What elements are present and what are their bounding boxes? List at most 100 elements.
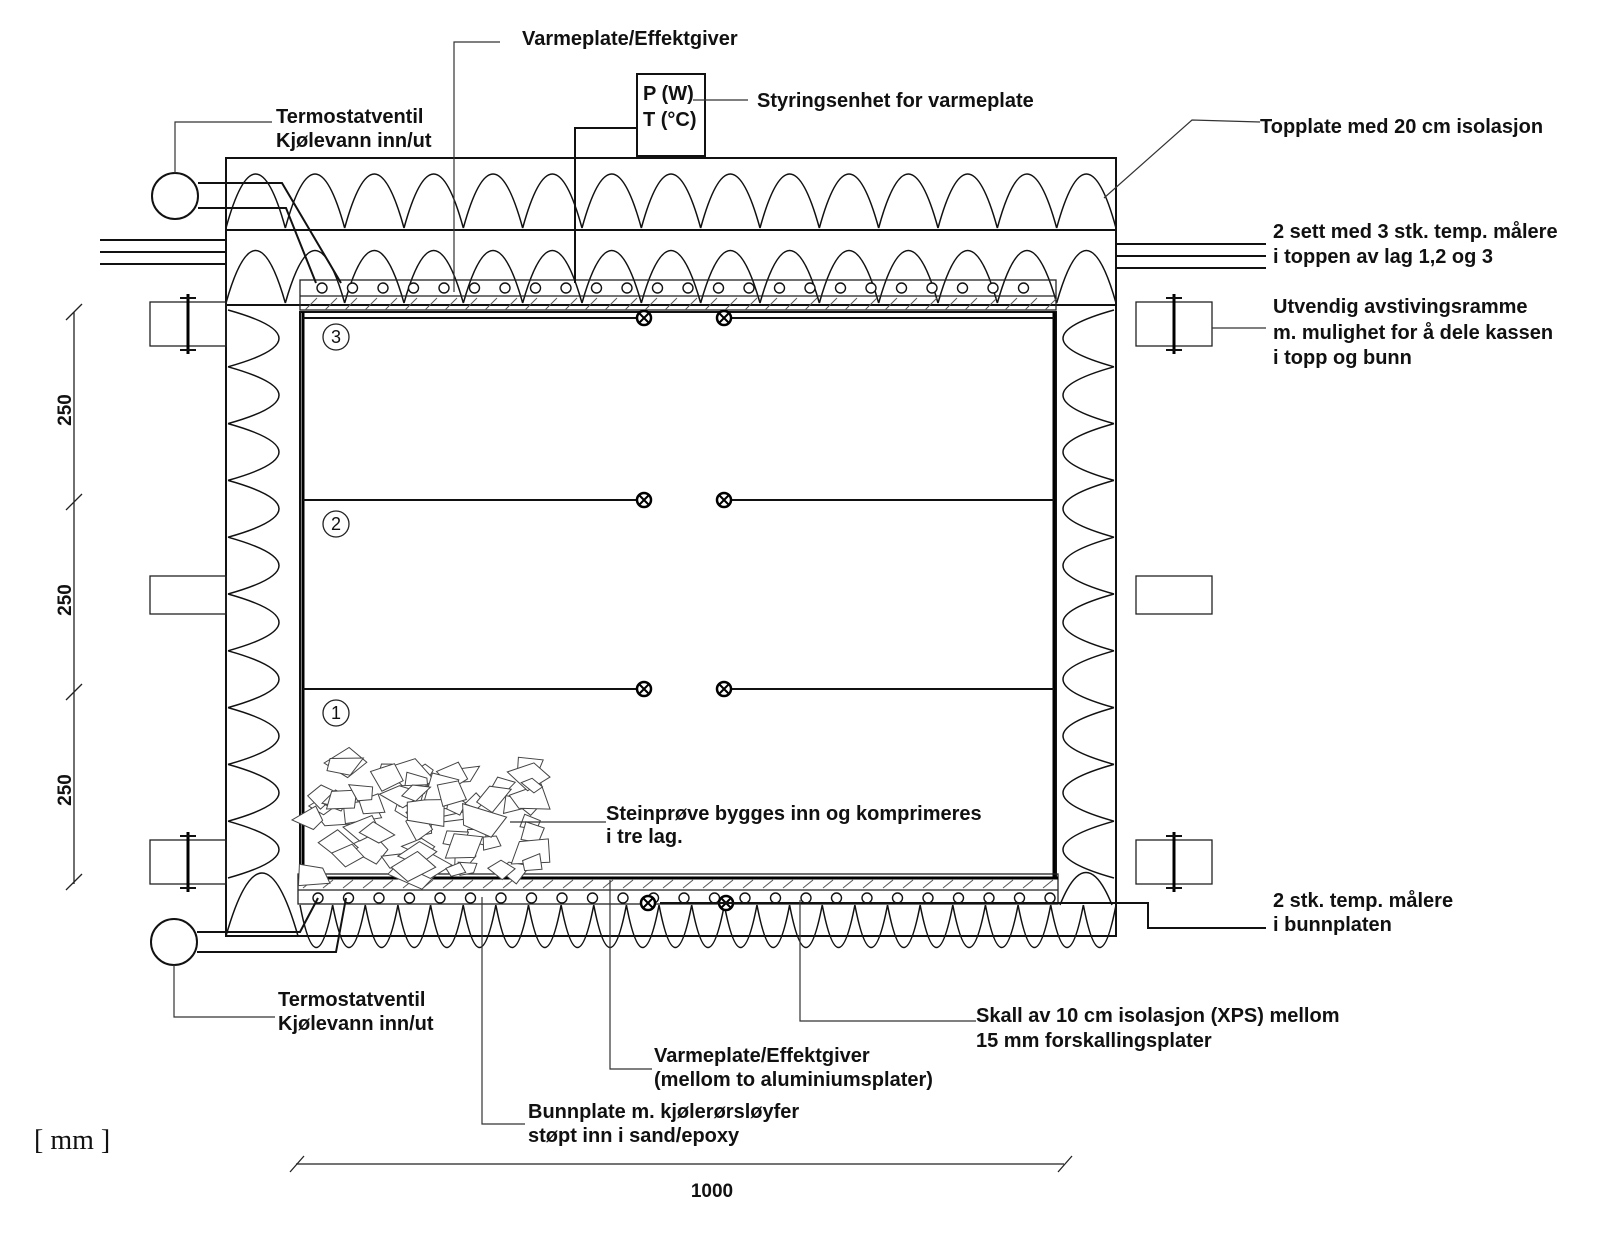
- leader-termo-top: [174, 121, 272, 173]
- rock-piece: [290, 805, 324, 831]
- bottom-right-corner-arch: [1059, 872, 1113, 906]
- rock-piece: [445, 861, 467, 877]
- hatch-line: [942, 879, 954, 889]
- temp-sensor: [715, 309, 733, 327]
- pipe-circle: [495, 892, 507, 904]
- rock-piece: [444, 833, 484, 859]
- hatch-line: [462, 879, 474, 889]
- temperature-sensors: [635, 309, 735, 912]
- thermostat-top-pipes: [198, 182, 342, 284]
- rock-piece: [520, 777, 544, 794]
- hatch-line: [784, 297, 798, 311]
- rock-piece: [347, 784, 374, 802]
- bracket-mid-right: [1135, 575, 1213, 615]
- hatch-line: [324, 297, 338, 311]
- label-bunn-temp-2: i bunnplaten: [1273, 914, 1392, 936]
- hatch-line: [622, 879, 634, 889]
- label-varmeplate-bot-1: Varmeplate/Effektgiver: [654, 1045, 870, 1067]
- leader-termo-bot: [173, 965, 275, 1018]
- hatch-line: [1022, 879, 1034, 889]
- bracket-bottom-right: [1135, 832, 1213, 892]
- label-varmeplate-bot-2: (mellom to aluminiumsplater): [654, 1069, 933, 1091]
- hatch-line: [1042, 879, 1054, 889]
- pipe-circle: [373, 892, 385, 904]
- hatch-line: [344, 297, 358, 311]
- svg-text:3: 3: [331, 327, 341, 347]
- hatch-line: [702, 879, 714, 889]
- label-ramme-2: m. mulighet for å dele kassen: [1273, 321, 1553, 344]
- layer-marker-1: 1: [322, 699, 350, 727]
- pipe-circle: [800, 892, 812, 904]
- rock-piece: [297, 863, 331, 887]
- hatch-line: [562, 879, 574, 889]
- pipe-circle: [525, 892, 538, 904]
- rock-piece: [475, 785, 513, 814]
- sensor-cross-b: [642, 897, 654, 909]
- pipe-circle: [438, 282, 450, 294]
- pipe-circle: [682, 282, 694, 294]
- label-termo-bot-1: Termostatventil: [278, 989, 425, 1011]
- hatch-line: [362, 879, 374, 889]
- hatch-line: [862, 879, 874, 889]
- rock-piece: [325, 789, 358, 810]
- hatch-line: [762, 879, 774, 889]
- leader-topplate: [1103, 119, 1261, 199]
- thermostat-bottom-pipes: [197, 897, 347, 953]
- hatch-line: [902, 879, 914, 889]
- label-skall-1: Skall av 10 cm isolasjon (XPS) mellom: [976, 1005, 1340, 1027]
- hatch-line: [924, 297, 938, 311]
- label-termo-bot-2: Kjølevann inn/ut: [278, 1013, 434, 1035]
- rock-piece: [390, 850, 437, 883]
- dim-v-top: 250: [55, 394, 76, 426]
- pipe-circle: [865, 282, 877, 294]
- temp-sensor: [715, 491, 733, 509]
- pipe-circle: [743, 282, 755, 294]
- hatch-line: [904, 297, 918, 311]
- rock-sample: [290, 746, 551, 890]
- bracket-mid-left: [149, 575, 227, 615]
- pipe-circle: [586, 892, 599, 904]
- hatch-line: [944, 297, 958, 311]
- top-cooling-pipes: [316, 282, 1030, 294]
- hatch-line: [842, 879, 854, 889]
- pipe-circle: [712, 282, 725, 294]
- bottom-plate-insulation: [225, 872, 1117, 949]
- rock-piece: [462, 802, 508, 838]
- leader-varmeplate-bot: [609, 880, 652, 1070]
- label-stein-1: Steinprøve bygges inn og komprimeres: [606, 803, 982, 825]
- hatch-line: [662, 879, 674, 889]
- hatch-line: [742, 879, 754, 889]
- pipe-circle: [830, 892, 843, 904]
- insulation-arches-lower: [225, 250, 1117, 304]
- pipe-circle: [403, 892, 416, 904]
- rock-piece: [436, 780, 468, 808]
- hatch-line: [722, 879, 734, 889]
- hatch-line: [922, 879, 934, 889]
- pipe-circle: [987, 282, 999, 294]
- rock-piece: [486, 859, 516, 881]
- bracket-top-right: [1135, 294, 1213, 354]
- pipe-circle: [651, 282, 664, 294]
- layer-marker-2: 2: [322, 510, 350, 538]
- dim-h: 1000: [691, 1181, 733, 1202]
- label-ramme-1: Utvendig avstivingsramme: [1273, 296, 1528, 318]
- hatch-line: [964, 297, 978, 311]
- sensor-cross-b: [638, 494, 650, 506]
- rock-piece: [330, 843, 365, 868]
- hatch-line: [982, 879, 994, 889]
- control-cable: [574, 127, 637, 283]
- hatch-line: [304, 297, 318, 311]
- hatch-line: [804, 297, 818, 311]
- pipe-circle: [678, 892, 690, 904]
- pipe-circle: [560, 282, 572, 294]
- hatch-line: [424, 297, 438, 311]
- pipe-circle: [804, 282, 816, 294]
- top-heating-plate: [299, 279, 1057, 311]
- control-box-power: P (W): [643, 83, 694, 105]
- pipe-circle: [1044, 892, 1056, 904]
- pipe-circle: [499, 282, 511, 294]
- hatch-line: [442, 879, 454, 889]
- hatch-line: [564, 297, 578, 311]
- temp-sensor: [715, 680, 733, 698]
